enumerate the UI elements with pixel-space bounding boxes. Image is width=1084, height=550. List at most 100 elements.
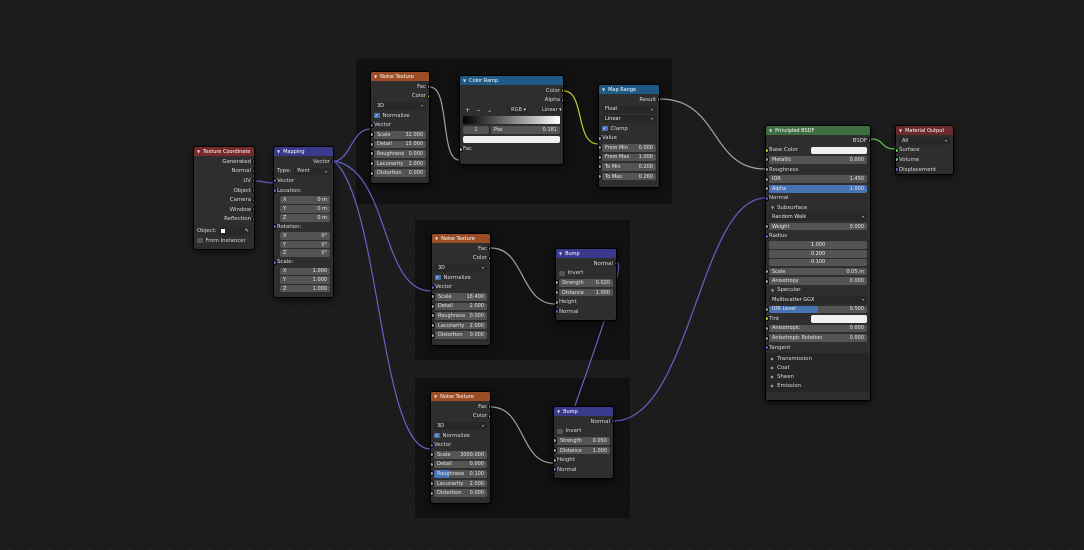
input-socket[interactable] [460, 146, 463, 152]
output-socket[interactable] [251, 188, 254, 194]
input-socket[interactable] [431, 471, 434, 477]
input-socket[interactable] [431, 481, 434, 487]
output-socket[interactable] [560, 88, 563, 94]
input-socket[interactable] [554, 438, 557, 444]
type-dropdown[interactable]: Point▾ [294, 167, 330, 176]
input-socket[interactable] [371, 122, 374, 128]
output-socket[interactable] [251, 159, 254, 165]
input-socket[interactable] [432, 284, 435, 290]
chevron-down-icon[interactable]: ▼ [602, 87, 606, 92]
output-socket[interactable] [251, 197, 254, 203]
node-header[interactable]: ▼Noise Texture [371, 72, 429, 81]
output-socket[interactable] [656, 97, 659, 103]
output-socket[interactable] [867, 138, 870, 144]
texture-coordinate-node[interactable]: ▼Texture Coordinate Generated Normal UV … [193, 146, 255, 250]
check-icon[interactable]: ✓ [602, 125, 608, 132]
node-header[interactable]: ▼Noise Texture [432, 234, 490, 243]
input-socket[interactable] [431, 452, 434, 458]
chevron-down-icon[interactable]: ▼ [277, 149, 281, 154]
stop-color-swatch[interactable] [463, 135, 560, 144]
input-socket[interactable] [766, 233, 769, 239]
output-socket[interactable] [251, 178, 254, 184]
distribution-dropdown[interactable]: Multiscatter GGX▾ [769, 295, 867, 304]
input-socket[interactable] [766, 335, 769, 341]
input-socket[interactable] [766, 157, 769, 163]
output-socket[interactable] [426, 93, 429, 99]
input-socket[interactable] [766, 147, 769, 153]
node-header[interactable]: ▼Noise Texture [431, 392, 490, 401]
input-socket[interactable] [766, 278, 769, 284]
input-socket[interactable] [432, 323, 435, 329]
input-socket[interactable] [766, 316, 769, 322]
input-socket[interactable] [371, 170, 374, 176]
output-socket[interactable] [487, 246, 490, 252]
interpolation-dropdown[interactable]: Linear▾ [602, 115, 656, 123]
output-socket[interactable] [487, 413, 490, 419]
input-socket[interactable] [371, 132, 374, 138]
target-dropdown[interactable]: All▾ [899, 137, 950, 145]
input-socket[interactable] [554, 457, 557, 463]
input-socket[interactable] [371, 151, 374, 157]
input-socket[interactable] [766, 269, 769, 275]
output-socket[interactable] [613, 261, 616, 267]
input-socket[interactable] [431, 490, 434, 496]
emission-panel[interactable]: ▶Emission [771, 382, 802, 389]
check-icon[interactable]: ✓ [374, 112, 380, 119]
input-socket[interactable] [896, 167, 899, 173]
input-socket[interactable] [766, 224, 769, 230]
node-header[interactable]: ▼Texture Coordinate [194, 147, 254, 156]
node-header[interactable]: ▼Map Range [599, 85, 659, 94]
invert-checkbox[interactable] [557, 428, 563, 435]
input-socket[interactable] [556, 280, 559, 286]
input-socket[interactable] [556, 309, 559, 315]
input-socket[interactable] [599, 145, 602, 151]
object-picker[interactable]: ✎ [219, 227, 251, 235]
output-socket[interactable] [251, 207, 254, 213]
mapping-node[interactable]: ▼Mapping Vector Type:Point▾ Vector Locat… [273, 146, 334, 298]
check-icon[interactable]: ✓ [435, 274, 441, 281]
input-socket[interactable] [599, 135, 602, 141]
input-socket[interactable] [431, 442, 434, 448]
input-socket[interactable] [431, 461, 434, 467]
output-socket[interactable] [610, 419, 613, 425]
input-socket[interactable] [766, 167, 769, 173]
color-mode-dropdown[interactable]: RGB ▾ [508, 106, 529, 114]
color-ramp-gradient[interactable] [463, 116, 560, 125]
chevron-down-icon[interactable]: ▼ [197, 149, 201, 154]
sheen-panel[interactable]: ▶Sheen [771, 373, 794, 380]
node-header[interactable]: ▼Color Ramp [460, 76, 563, 85]
from-instancer-checkbox[interactable] [197, 237, 203, 244]
input-socket[interactable] [556, 290, 559, 296]
input-socket[interactable] [599, 154, 602, 160]
dimensions-dropdown[interactable]: 3D▾ [435, 264, 487, 272]
input-socket[interactable] [371, 161, 374, 167]
input-socket[interactable] [766, 195, 769, 201]
node-header[interactable]: ▼Material Output [896, 126, 953, 135]
chevron-down-icon[interactable]: ▼ [434, 394, 438, 399]
output-socket[interactable] [560, 97, 563, 103]
input-socket[interactable] [274, 188, 277, 194]
input-socket[interactable] [554, 448, 557, 454]
radius-x-field[interactable]: 1.000 [769, 241, 867, 250]
input-socket[interactable] [274, 224, 277, 230]
